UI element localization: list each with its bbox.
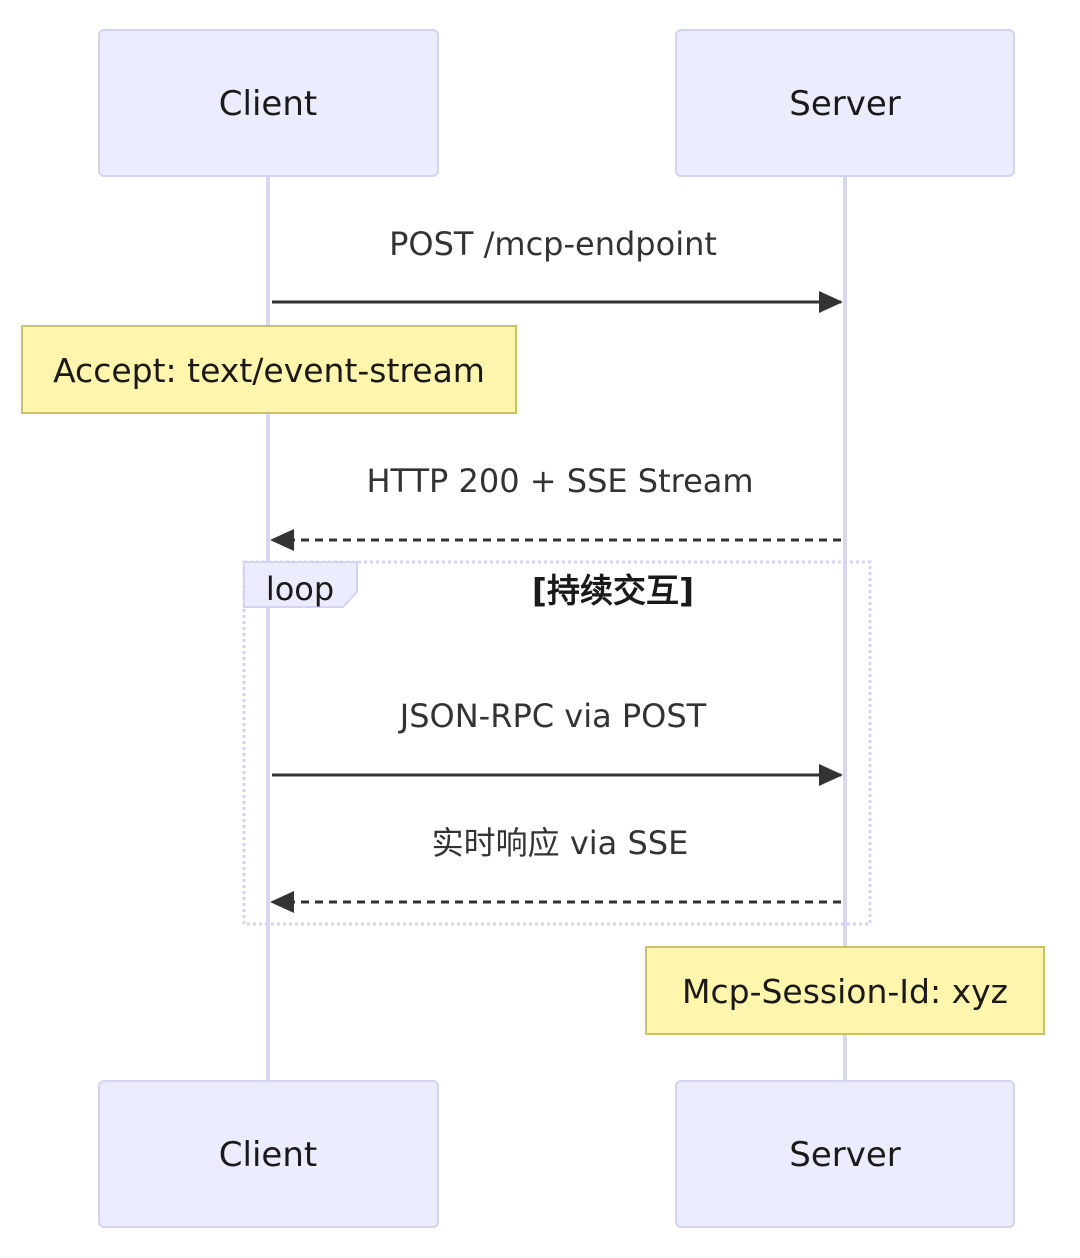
actor-server-label: Server: [789, 1135, 901, 1175]
loop-condition: [持续交互]: [532, 571, 694, 610]
actor-client-bottom: Client: [98, 1080, 439, 1228]
loop-tab: [243, 561, 358, 608]
message-realtime-response: 实时响应 via SSE: [270, 824, 841, 913]
message-json-rpc: JSON-RPC via POST: [272, 697, 843, 786]
message-post-endpoint: POST /mcp-endpoint: [272, 225, 843, 313]
message-label: HTTP 200 + SSE Stream: [366, 462, 753, 500]
message-label: POST /mcp-endpoint: [389, 225, 717, 263]
message-label: 实时响应 via SSE: [432, 824, 689, 862]
client-note-text: Accept: text/event-stream: [53, 351, 485, 390]
actor-client-top: Client: [98, 29, 439, 177]
message-label: JSON-RPC via POST: [398, 697, 707, 735]
actor-server-bottom: Server: [675, 1080, 1015, 1228]
actor-client-label: Client: [219, 84, 317, 124]
client-note: Accept: text/event-stream: [21, 325, 517, 414]
message-http-200: HTTP 200 + SSE Stream: [270, 462, 841, 551]
server-note-text: Mcp-Session-Id: xyz: [682, 972, 1008, 1011]
actor-server-label: Server: [789, 84, 901, 124]
actor-client-label: Client: [219, 1135, 317, 1175]
actor-server-top: Server: [675, 29, 1015, 177]
loop-label: loop: [266, 570, 334, 608]
server-note: Mcp-Session-Id: xyz: [645, 946, 1045, 1035]
loop-frame: loop [持续交互]: [242, 560, 872, 926]
